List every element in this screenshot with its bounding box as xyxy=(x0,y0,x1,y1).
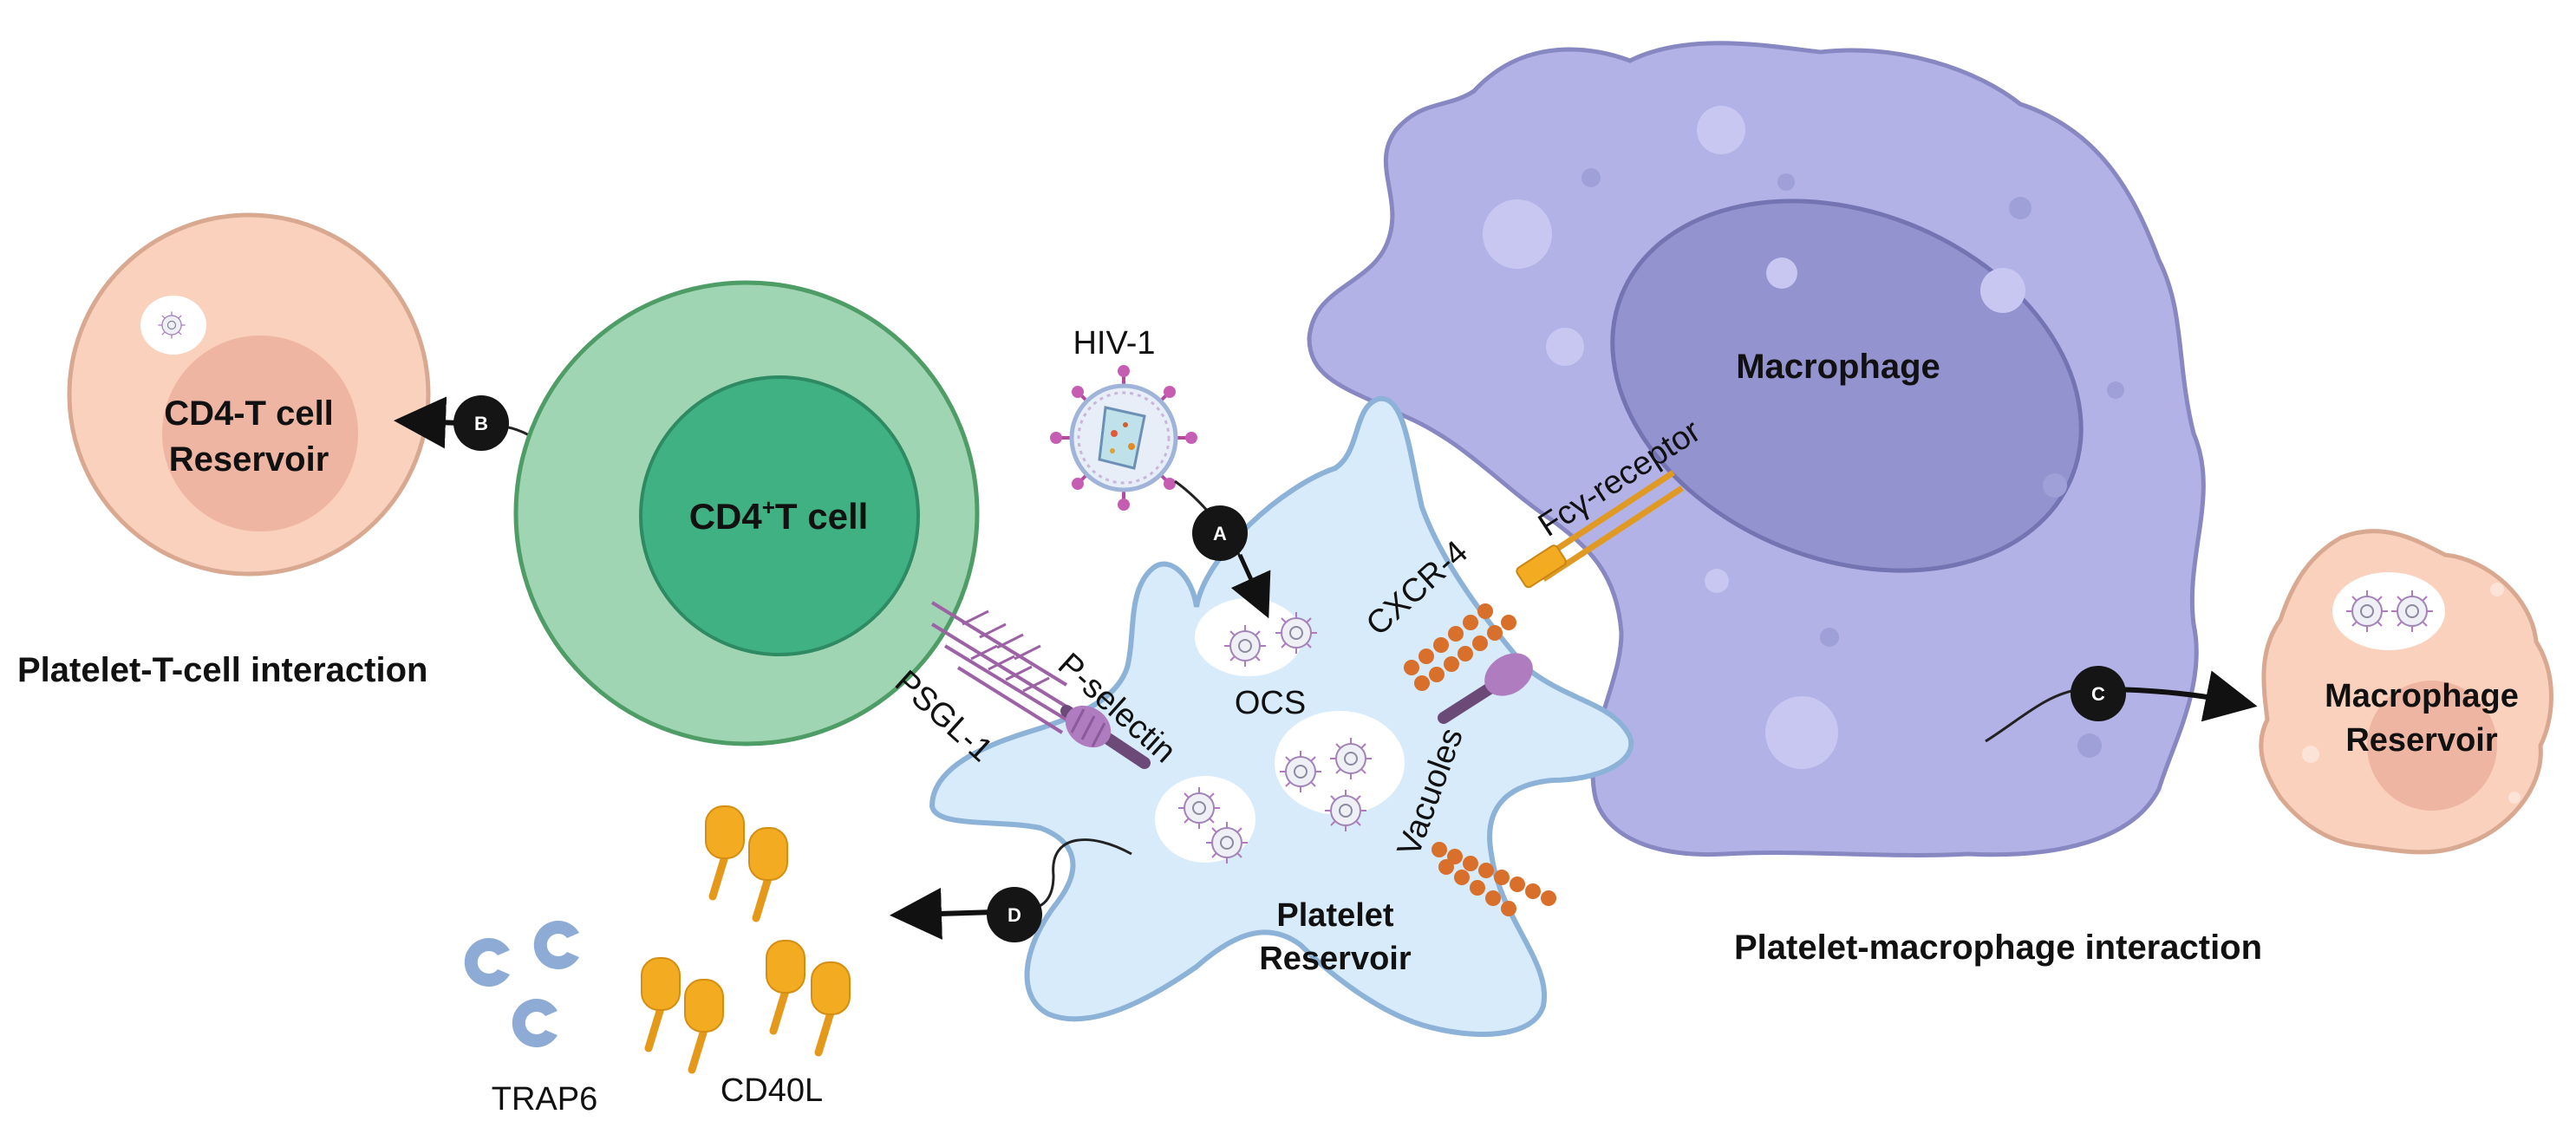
svg-text:D: D xyxy=(1008,904,1021,926)
platelet-reservoir-label-line2: Reservoir xyxy=(1259,941,1412,977)
svg-text:A: A xyxy=(1213,523,1227,544)
hiv-1-label: HIV-1 xyxy=(1073,325,1155,362)
platelet-reservoir-label-line1: Platelet xyxy=(1276,897,1394,934)
trap6-molecules xyxy=(464,921,579,1047)
step-a-badge: A xyxy=(1192,505,1248,561)
psgl-1-label: PSGL-1 xyxy=(888,663,1000,769)
step-b-badge: B xyxy=(453,395,509,451)
cd40l-label: CD40L xyxy=(721,1072,823,1109)
platelet-surface-receptor xyxy=(1438,653,1533,724)
cd4-reservoir-label-line1: CD4-T cell xyxy=(164,394,334,433)
svg-text:B: B xyxy=(474,413,488,434)
macrophage-reservoir-label-line1: Macrophage xyxy=(2325,678,2519,714)
step-c-badge: C xyxy=(2071,666,2126,721)
cxcr-4-receptor-lower xyxy=(1431,842,1556,916)
platelet-macrophage-interaction-label: Platelet-macrophage interaction xyxy=(1734,929,2262,967)
psgl-1-receptor xyxy=(930,601,1068,734)
cd4-t-cell-label: CD4+T cell xyxy=(689,494,869,537)
macrophage-label: Macrophage xyxy=(1736,348,1940,386)
cxcr-4-receptor xyxy=(1404,603,1516,691)
trap6-label: TRAP6 xyxy=(492,1081,597,1118)
cd4-reservoir-label-line2: Reservoir xyxy=(169,440,329,479)
cd40l-molecules xyxy=(642,806,850,1070)
macrophage-reservoir-label-line2: Reservoir xyxy=(2345,722,2498,759)
ocs-label: OCS xyxy=(1235,685,1306,721)
cd4-t-cell-reservoir xyxy=(67,212,431,577)
cd4-t-cell xyxy=(513,280,980,746)
fc-gamma-receptor xyxy=(1516,470,1684,589)
hiv-1-virion xyxy=(1050,365,1197,511)
platelet-t-cell-interaction-label: Platelet-T-cell interaction xyxy=(17,651,427,689)
svg-text:C: C xyxy=(2091,683,2105,705)
p-selectin-receptor xyxy=(1060,705,1151,769)
macrophage-reservoir xyxy=(2259,529,2553,855)
macrophage xyxy=(1307,41,2206,857)
step-d-badge: D xyxy=(987,887,1042,942)
